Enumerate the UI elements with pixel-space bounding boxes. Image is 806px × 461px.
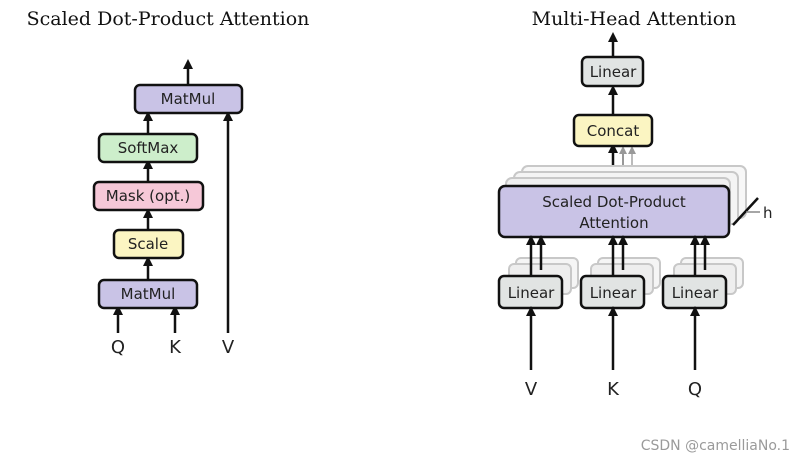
mask-block: Mask (opt.) (92, 180, 205, 212)
svg-text:Attention: Attention (579, 214, 648, 232)
left-diagram-title: Scaled Dot-Product Attention (27, 8, 310, 30)
linear-k-block: Linear (579, 274, 646, 310)
mha-input-v-label: V (525, 379, 538, 400)
linear-q-block: Linear (661, 274, 728, 310)
svg-text:Linear: Linear (508, 284, 555, 302)
mha-input-k-label: K (607, 379, 620, 400)
softmax-block: SoftMax (97, 132, 199, 164)
linear-output-block: Linear (580, 55, 645, 88)
svg-text:MatMul: MatMul (121, 285, 176, 303)
concat-block: Concat (572, 113, 654, 148)
svg-text:MatMul: MatMul (161, 90, 216, 108)
heads-slash (732, 197, 759, 226)
svg-text:Linear: Linear (590, 284, 637, 302)
input-v-label: V (222, 337, 235, 358)
matmul-bottom-block: MatMul (97, 278, 199, 310)
mha-input-q-label: Q (688, 379, 702, 400)
svg-text:Concat: Concat (587, 122, 640, 140)
scale-block: Scale (112, 228, 185, 260)
svg-text:Linear: Linear (672, 284, 719, 302)
svg-text:Scale: Scale (128, 235, 168, 253)
svg-text:Mask (opt.): Mask (opt.) (106, 187, 190, 205)
watermark: CSDN @camelliaNo.1 (641, 438, 790, 454)
linear-v-block: Linear (497, 274, 564, 310)
input-k-label: K (169, 337, 182, 358)
svg-text:Linear: Linear (590, 63, 637, 81)
svg-text:SoftMax: SoftMax (118, 139, 179, 157)
right-diagram-title: Multi-Head Attention (532, 8, 737, 30)
heads-label: h (763, 204, 773, 222)
matmul-top-block: MatMul (133, 83, 244, 115)
scaled-dot-product-attention-block: Scaled Dot-Product Attention (497, 184, 731, 239)
svg-text:Scaled Dot-Product: Scaled Dot-Product (542, 193, 686, 211)
input-q-label: Q (111, 337, 125, 358)
